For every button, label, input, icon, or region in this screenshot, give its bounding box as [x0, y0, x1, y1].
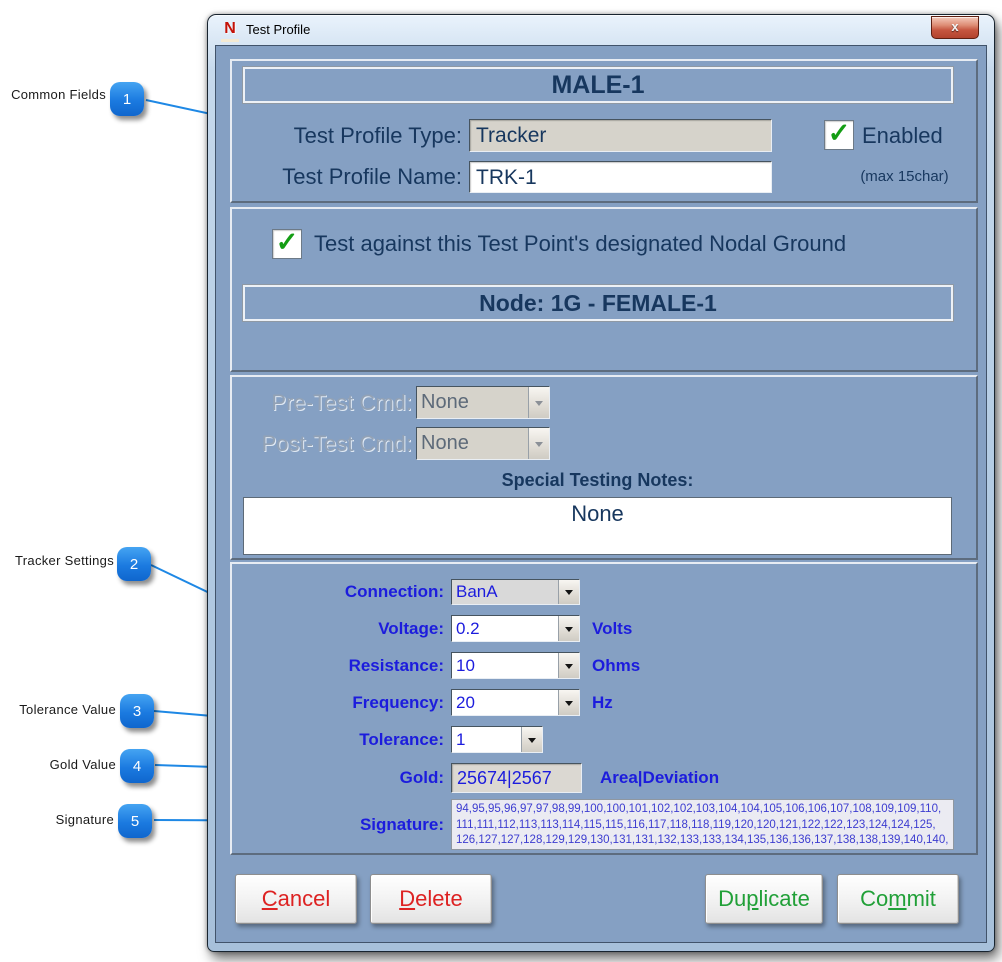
annotation-badge-3: 3 [120, 694, 154, 728]
resistance-dropdown[interactable]: 10 [451, 652, 580, 679]
connection-dropdown[interactable]: BanA [451, 579, 580, 605]
common-fields-panel: MALE-1 Test Profile Type: Tracker ✓ Enab… [230, 59, 978, 203]
name-label: Test Profile Name: [282, 164, 462, 189]
annotation-tracker-settings: Tracker Settings [15, 553, 114, 568]
chevron-down-icon [528, 428, 549, 459]
signature-field[interactable]: 94,95,95,96,97,97,98,99,100,100,101,102,… [451, 799, 954, 850]
annotation-badge-1: 1 [110, 82, 144, 116]
voltage-label: Voltage: [378, 619, 444, 638]
type-label: Test Profile Type: [293, 123, 462, 148]
post-test-cmd-value: None [417, 428, 528, 459]
notes-label: Special Testing Notes: [501, 470, 694, 490]
gold-unit: Area|Deviation [600, 768, 720, 787]
commands-panel: Pre-Test Cmd: None Post-Test Cmd: None S… [230, 375, 978, 560]
close-icon[interactable]: x [931, 16, 979, 39]
annotation-badge-2: 2 [117, 547, 151, 581]
chevron-down-icon[interactable] [521, 727, 542, 752]
window-title: Test Profile [246, 22, 311, 37]
signature-line: 126,127,127,128,129,129,130,131,131,132,… [456, 834, 949, 846]
commit-label-rest: mit [906, 886, 936, 911]
signature-label: Signature: [359, 815, 444, 834]
name-hint: (max 15char) [860, 168, 949, 185]
annotation-tolerance-value: Tolerance Value [19, 702, 116, 717]
chevron-down-icon[interactable] [558, 616, 579, 641]
node-header: Node: 1G - FEMALE-1 [242, 284, 954, 322]
annotation-common-fields: Common Fields [11, 87, 106, 102]
annotation-gold-value: Gold Value [49, 757, 116, 772]
nodal-ground-checkbox[interactable]: ✓ [272, 226, 302, 259]
delete-mnemonic: D [399, 886, 416, 911]
cancel-button[interactable]: Cancel [235, 874, 357, 924]
enabled-checkbox[interactable]: ✓ [824, 117, 854, 150]
chevron-down-icon[interactable] [558, 580, 579, 604]
resistance-value: 10 [452, 653, 558, 678]
check-icon: ✓ [275, 226, 299, 257]
test-profile-dialog: N Test Profile x MALE-1 Test Profile Typ… [207, 14, 995, 952]
delete-label-rest: elete [415, 886, 463, 911]
tolerance-label: Tolerance: [359, 730, 444, 749]
type-field: Tracker [469, 119, 772, 152]
tolerance-dropdown[interactable]: 1 [451, 726, 543, 753]
voltage-unit: Volts [592, 619, 633, 638]
test-point-header: MALE-1 [242, 66, 954, 104]
cancel-mnemonic: C [261, 886, 278, 911]
connection-value: BanA [452, 580, 558, 604]
duplicate-mnemonic: p [746, 886, 759, 911]
connection-label: Connection: [344, 582, 444, 601]
annotation-signature: Signature [55, 812, 114, 827]
pre-test-cmd-label: Pre-Test Cmd: [271, 390, 412, 415]
tracker-settings-panel: Connection: BanA Voltage: 0.2 Volts Resi… [230, 562, 978, 855]
voltage-value: 0.2 [452, 616, 558, 641]
annotation-badge-5: 5 [118, 804, 152, 838]
resistance-label: Resistance: [348, 656, 444, 675]
commit-mnemonic: m [888, 886, 907, 911]
frequency-label: Frequency: [352, 693, 444, 712]
enabled-label: Enabled [862, 123, 943, 148]
notes-field[interactable]: None [243, 497, 952, 555]
signature-line: 94,95,95,96,97,97,98,99,100,100,101,102,… [456, 803, 942, 815]
nodal-ground-label: Test against this Test Point's designate… [314, 231, 847, 256]
nodal-ground-panel: ✓ Test against this Test Point's designa… [230, 207, 978, 372]
post-test-cmd-label: Post-Test Cmd: [261, 431, 412, 456]
frequency-unit: Hz [592, 693, 613, 712]
cancel-label-rest: ancel [277, 886, 331, 911]
gold-field[interactable]: 25674|2567 [451, 763, 582, 793]
name-field[interactable]: TRK-1 [469, 161, 772, 193]
commit-label: Co [860, 886, 889, 911]
commit-button[interactable]: Commit [837, 874, 959, 924]
annotation-badge-4: 4 [120, 749, 154, 783]
tolerance-value: 1 [452, 727, 521, 752]
pre-test-cmd-dropdown: None [416, 386, 550, 419]
app-icon: N [221, 21, 239, 42]
gold-label: Gold: [399, 768, 444, 787]
duplicate-button[interactable]: Duplicate [705, 874, 823, 924]
pre-test-cmd-value: None [417, 387, 528, 418]
chevron-down-icon[interactable] [558, 690, 579, 715]
dialog-client-area: MALE-1 Test Profile Type: Tracker ✓ Enab… [215, 45, 987, 943]
resistance-unit: Ohms [592, 656, 641, 675]
frequency-dropdown[interactable]: 20 [451, 689, 580, 716]
frequency-value: 20 [452, 690, 558, 715]
signature-line: 111,111,112,113,113,114,115,115,116,117,… [456, 818, 936, 831]
voltage-dropdown[interactable]: 0.2 [451, 615, 580, 642]
chevron-down-icon [528, 387, 549, 418]
duplicate-label: Du [718, 886, 747, 911]
check-icon: ✓ [827, 117, 851, 148]
post-test-cmd-dropdown: None [416, 427, 550, 460]
duplicate-label-rest: licate [758, 886, 810, 911]
delete-button[interactable]: Delete [370, 874, 492, 924]
titlebar[interactable]: N Test Profile x [208, 15, 994, 45]
chevron-down-icon[interactable] [558, 653, 579, 678]
